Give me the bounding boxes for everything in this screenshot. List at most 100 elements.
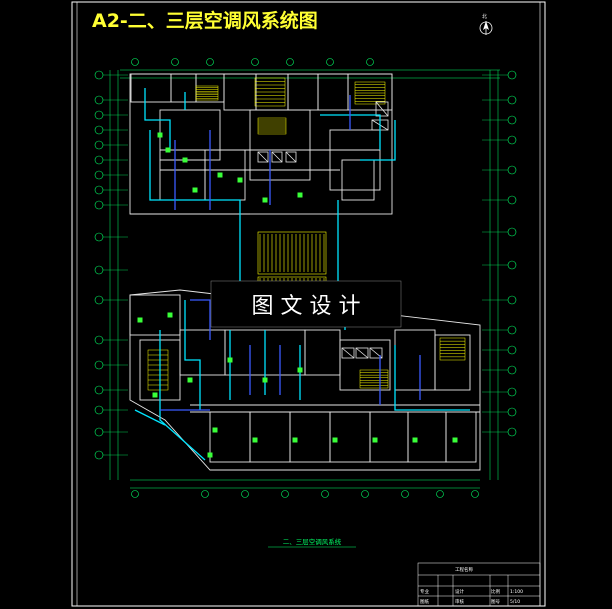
title-block-sheet-no-value: 5/10	[510, 599, 520, 605]
grid-bubble-left	[94, 70, 104, 80]
grid-bubble-left	[94, 95, 104, 105]
grid-axis-bottom	[131, 490, 479, 498]
title-block-drawing: 图纸	[420, 598, 429, 605]
title-block-scale-value: 1:100	[510, 589, 523, 595]
equipment-unit	[341, 347, 355, 359]
grid-bubble-bottom	[281, 490, 289, 498]
upper-stair-icon	[147, 77, 386, 391]
equipment-cross	[257, 151, 269, 163]
grid-bubble-right	[507, 345, 517, 355]
dimension-lines	[109, 69, 500, 489]
drawing-caption: 二、三层空调风系统	[268, 537, 356, 548]
equipment-unit	[375, 101, 389, 117]
equipment-unit	[355, 347, 369, 359]
grid-bubble-bottom	[471, 490, 479, 498]
diffuser	[292, 437, 298, 443]
grid-bubble-bottom	[201, 490, 209, 498]
sheet-outer-border	[71, 1, 546, 607]
grid-bubble-left	[94, 155, 104, 165]
equipment-unit	[369, 347, 383, 359]
grid-axis-left	[94, 70, 128, 460]
diffuser	[182, 157, 188, 163]
diffuser	[152, 392, 158, 398]
grid-bubble-left	[94, 427, 104, 437]
equipment-unit	[285, 151, 297, 163]
title-block	[417, 562, 541, 607]
stair-block	[359, 369, 389, 389]
diffuser	[137, 317, 143, 323]
grid-bubble-right	[507, 387, 517, 397]
grid-bubble-left	[94, 360, 104, 370]
diffuser	[192, 187, 198, 193]
grid-bubble-left	[94, 385, 104, 395]
diffuser	[217, 172, 223, 178]
caption-text: 二、三层空调风系统	[283, 537, 342, 546]
grid-bubble-right	[507, 165, 517, 175]
watermark-box: 图 文 设 计	[210, 280, 402, 328]
grid-bubble-left	[94, 170, 104, 180]
title-block-check: 审核	[455, 598, 464, 605]
diffuser	[452, 437, 458, 443]
title-block-design: 设计	[455, 588, 464, 595]
diffuser	[297, 367, 303, 373]
grid-bubble-bottom	[436, 490, 444, 498]
air-diffusers	[137, 132, 458, 458]
grid-bubble-left	[94, 405, 104, 415]
diffuser	[262, 197, 268, 203]
title-block-major: 专业	[420, 588, 429, 595]
diffuser	[332, 437, 338, 443]
diffuser	[187, 377, 193, 383]
grid-bubble-left	[94, 265, 104, 275]
grid-bubble-top	[286, 58, 294, 66]
grid-axis-top	[131, 58, 374, 66]
grid-bubble-left	[94, 335, 104, 345]
diffuser	[165, 147, 171, 153]
grid-axis-right	[482, 70, 517, 437]
equipment-cross	[285, 151, 297, 163]
grid-bubble-left	[94, 110, 104, 120]
diffuser	[262, 377, 268, 383]
grid-bubble-right	[507, 325, 517, 335]
grid-bubble-top	[206, 58, 214, 66]
equipment-cross	[271, 151, 283, 163]
grid-bubble-top	[326, 58, 334, 66]
title-block-sheet-no-label: 图号	[491, 599, 500, 605]
duct-network-blue	[160, 95, 421, 411]
grid-bubble-right	[507, 227, 517, 237]
diffuser	[167, 312, 173, 318]
diffuser	[207, 452, 213, 458]
grid-bubble-right	[507, 407, 517, 417]
lower-stair-icon	[359, 337, 466, 389]
grid-bubble-right	[507, 135, 517, 145]
upper-building-walls	[129, 73, 393, 215]
diffuser	[157, 132, 163, 138]
grid-bubble-left	[94, 295, 104, 305]
grid-bubble-right	[507, 427, 517, 437]
grid-bubble-right	[507, 70, 517, 80]
grid-bubble-left	[94, 200, 104, 210]
grid-bubble-left	[94, 185, 104, 195]
equipment-cross	[355, 347, 369, 359]
stair-block	[439, 337, 466, 361]
equipment-unit	[271, 151, 283, 163]
grid-bubble-top	[171, 58, 179, 66]
diffuser	[297, 192, 303, 198]
grid-bubble-left	[94, 140, 104, 150]
diffuser	[412, 437, 418, 443]
north-arrow-icon: 北	[479, 13, 493, 35]
sheet-title: A2-二、三层空调风系统图	[92, 9, 318, 32]
grid-bubble-top	[366, 58, 374, 66]
grid-bubble-left	[94, 450, 104, 460]
grid-bubble-bottom	[401, 490, 409, 498]
grid-bubble-right	[507, 295, 517, 305]
grid-bubble-top	[131, 58, 139, 66]
equipment-unit	[257, 151, 269, 163]
grid-bubble-right	[507, 260, 517, 270]
grid-bubble-right	[507, 115, 517, 125]
grid-bubble-top	[251, 58, 259, 66]
grid-bubble-right	[507, 195, 517, 205]
diffuser	[252, 437, 258, 443]
diffuser	[372, 437, 378, 443]
title-block-scale-label: 比例	[491, 588, 500, 595]
